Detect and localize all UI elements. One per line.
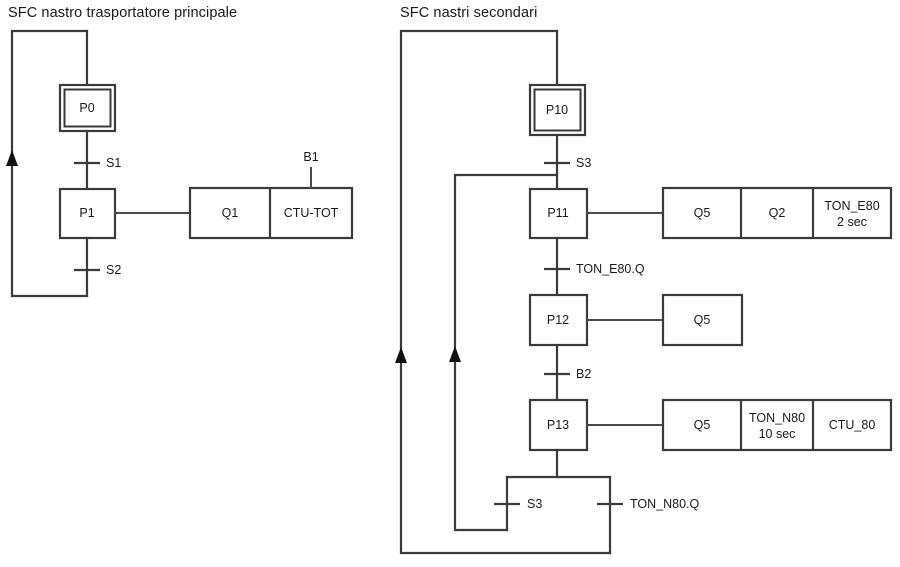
transition-label-s3-branch: S3 (527, 497, 543, 511)
action-label-p11-ton-e80-time: 2 sec (837, 215, 867, 229)
action-label-p11-q5: Q5 (693, 206, 711, 220)
action-label-p11-q2: Q2 (768, 206, 786, 220)
diagram-title-secondary: SFC nastri secondari (400, 5, 538, 21)
step-label-p11: P11 (547, 206, 569, 220)
sfc-secondary-belts-graph (395, 29, 893, 555)
sfc-main-conveyor-graph (6, 29, 354, 298)
step-box-p10-inner (533, 88, 582, 132)
step-label-p1: P1 (79, 206, 95, 220)
action-box-p12 (661, 293, 744, 347)
transition-label-s3-top: S3 (576, 156, 592, 170)
action-label-q1: Q1 (221, 206, 239, 220)
action-label-p11-ton-e80: TON_E80 (824, 199, 880, 213)
signal-label-b1: B1 (303, 150, 319, 164)
return-loop-outer-secondary (399, 29, 612, 555)
step-label-p13: P13 (546, 418, 570, 432)
transition-label-s2: S2 (106, 263, 122, 277)
step-label-p0: P0 (79, 101, 95, 115)
step-label-p12: P12 (546, 313, 570, 327)
return-arrow-inner-secondary (449, 346, 461, 362)
return-arrow-main (6, 150, 18, 166)
action-label-p13-ton-n80: TON_N80 (748, 411, 806, 425)
step-box-p0-inner (63, 88, 112, 128)
action-label-p13-ton-n80-time: 10 sec (758, 427, 796, 441)
transition-label-ton-n80-q: TON_N80.Q (630, 497, 700, 511)
action-label-p13-q5: Q5 (693, 418, 711, 432)
return-arrow-outer-secondary (395, 347, 407, 363)
transition-label-ton-e80-q: TON_E80.Q (576, 262, 645, 276)
step-box-p1 (58, 187, 117, 240)
transition-label-b2: B2 (576, 367, 592, 381)
action-label-p12-q5: Q5 (693, 313, 711, 327)
action-label-ctu-tot: CTU-TOT (283, 206, 339, 220)
step-box-p11 (528, 187, 589, 240)
action-box-p11 (661, 186, 893, 240)
step-box-p12 (528, 293, 589, 347)
step-label-p10: P10 (545, 103, 569, 117)
diagram-title-main: SFC nastro trasportatore principale (8, 5, 238, 21)
transition-label-s1: S1 (106, 156, 122, 170)
action-box-p13 (661, 398, 893, 452)
action-label-p13-ctu-80: CTU_80 (828, 418, 876, 432)
